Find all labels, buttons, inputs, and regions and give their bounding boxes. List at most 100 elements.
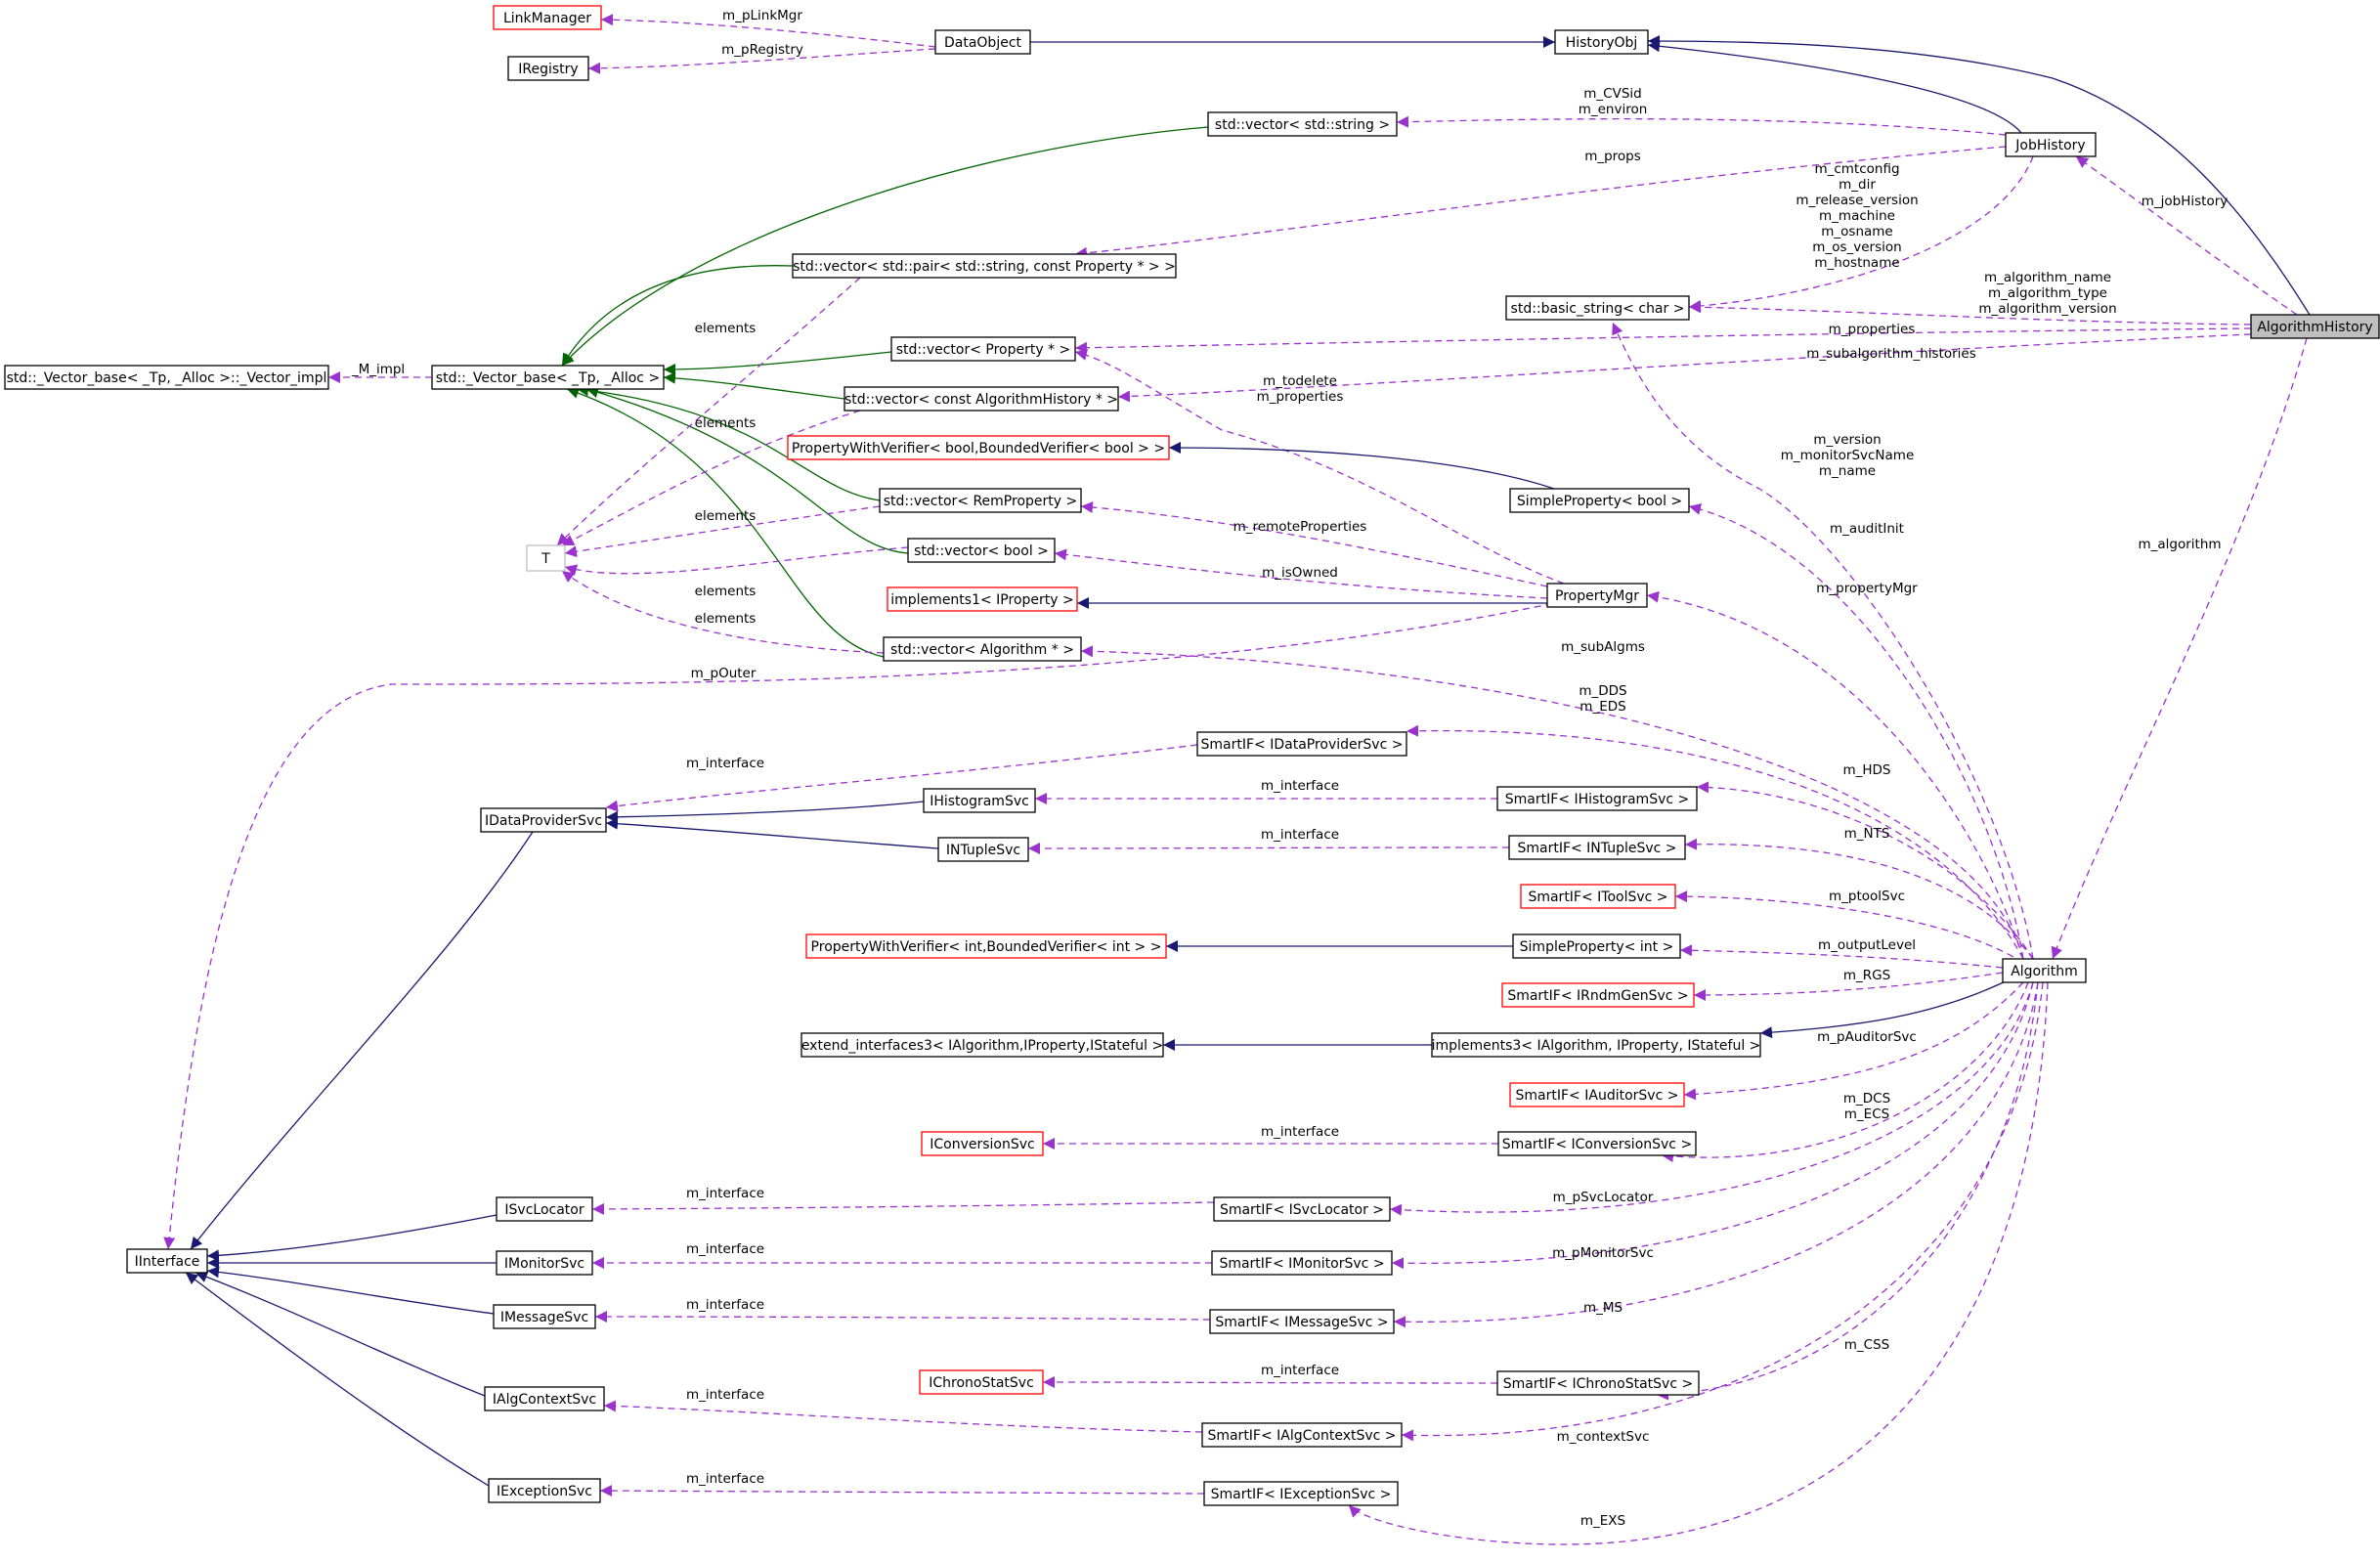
class-node-sifctx[interactable]: SmartIF< IAlgContextSvc > (1201, 1422, 1403, 1448)
class-node-extif3[interactable]: extend_interfaces3< IAlgorithm,IProperty… (801, 1032, 1164, 1058)
class-node-pwvbool[interactable]: PropertyWithVerifier< bool,BoundedVerifi… (787, 435, 1170, 460)
class-node-idataprovidersvc[interactable]: IDataProviderSvc (480, 807, 607, 833)
class-node-label: std::_Vector_base< _Tp, _Alloc > (436, 370, 660, 386)
class-node-algorithm[interactable]: Algorithm (2002, 958, 2087, 983)
edge-usage-e-el1 (556, 277, 861, 546)
class-node-sifhs[interactable]: SmartIF< IHistogramSvc > (1496, 786, 1698, 811)
class-node-t[interactable]: T (526, 544, 566, 572)
class-node-label: SmartIF< IAlgContextSvc > (1207, 1428, 1396, 1444)
class-node-intuplesvc[interactable]: INTupleSvc (937, 837, 1029, 862)
class-node-label: IInterface (135, 1254, 200, 1270)
edge-label: m_name (1819, 463, 1876, 479)
class-node-label: Algorithm (2011, 964, 2078, 979)
class-node-pwvint[interactable]: PropertyWithVerifier< int,BoundedVerifie… (805, 933, 1167, 959)
class-node-vecbase[interactable]: std::_Vector_base< _Tp, _Alloc > (431, 365, 665, 390)
class-node-vecbool[interactable]: std::vector< bool > (907, 538, 1056, 563)
class-node-isvclocator[interactable]: ISvcLocator (496, 1196, 593, 1222)
class-node-vecpairprop[interactable]: std::vector< std::pair< std::string, con… (792, 253, 1177, 279)
edge-label: m_algorithm_type (1988, 285, 2107, 301)
edge-template-e-t-vah (663, 371, 845, 400)
class-node-sifexc[interactable]: SmartIF< IExceptionSvc > (1203, 1481, 1399, 1506)
class-node-label: SimpleProperty< bool > (1517, 494, 1682, 509)
class-node-box (1546, 583, 1648, 608)
class-node-linkmanager[interactable]: LinkManager (493, 5, 602, 30)
class-node-sifsl[interactable]: SmartIF< ISvcLocator > (1213, 1196, 1391, 1222)
class-node-box (493, 5, 602, 30)
class-node-spbool[interactable]: SimpleProperty< bool > (1509, 488, 1690, 513)
class-node-propertymgr[interactable]: PropertyMgr (1546, 583, 1648, 608)
class-node-box (1496, 786, 1698, 811)
class-node-ichronostatsvc[interactable]: IChronoStatSvc (919, 1369, 1044, 1395)
class-node-sifdps[interactable]: SmartIF< IDataProviderSvc > (1196, 731, 1407, 757)
edge-usage-e-alg-bs (1612, 322, 2034, 960)
edge-usage-e-hds (1696, 781, 2034, 960)
class-node-sifmon[interactable]: SmartIF< IMonitorSvc > (1211, 1250, 1393, 1276)
edge-usage-e-subalghist (1117, 333, 2252, 403)
class-node-box (1213, 1196, 1391, 1222)
class-node-historyobj[interactable]: HistoryObj (1554, 29, 1649, 55)
edge-usage-e-isowned (1054, 548, 1548, 599)
class-node-label: SmartIF< IToolSvc > (1528, 889, 1667, 905)
class-node-label: IHistogramSvc (930, 794, 1029, 809)
class-node-vecalghist[interactable]: std::vector< const AlgorithmHistory * > (844, 386, 1119, 412)
edge-usage-e-cvsid (1396, 115, 2007, 136)
class-node-box (2002, 958, 2087, 983)
class-node-spint[interactable]: SimpleProperty< int > (1512, 933, 1681, 959)
edge-usage-e-algstrings (1688, 301, 2252, 325)
class-node-label: INTupleSvc (946, 843, 1020, 858)
class-node-impl1[interactable]: implements1< IProperty > (887, 586, 1078, 612)
class-node-label: IRegistry (518, 62, 578, 77)
class-node-box (126, 1248, 208, 1274)
class-node-jobhistory[interactable]: JobHistory (2005, 132, 2097, 157)
class-node-iexceptionsvc[interactable]: IExceptionSvc (488, 1478, 601, 1503)
class-node-vecimpl[interactable]: std::_Vector_base< _Tp, _Alloc >::_Vecto… (4, 365, 329, 390)
class-node-dataobject[interactable]: DataObject (934, 29, 1031, 55)
class-node-impl3[interactable]: implements3< IAlgorithm, IProperty, ISta… (1431, 1032, 1761, 1058)
class-node-imonitorsvc[interactable]: IMonitorSvc (496, 1250, 593, 1276)
class-node-label: IConversionSvc (930, 1137, 1035, 1152)
class-node-siftool[interactable]: SmartIF< IToolSvc > (1520, 884, 1676, 909)
edge-label: elements (695, 415, 757, 431)
class-node-label: PropertyWithVerifier< int,BoundedVerifie… (811, 939, 1162, 955)
class-node-box (844, 386, 1119, 412)
edge-template-e-t-vap (566, 387, 885, 658)
edge-usage-e-dds (1406, 724, 2024, 960)
class-node-sifchrono[interactable]: SmartIF< IChronoStatSvc > (1496, 1370, 1700, 1396)
class-node-vecstring[interactable]: std::vector< std::string > (1207, 111, 1398, 137)
class-node-ialgcontextsvc[interactable]: IAlgContextSvc (484, 1386, 605, 1411)
class-node-box (507, 56, 589, 81)
class-node-label: SmartIF< IMessageSvc > (1215, 1315, 1388, 1330)
class-node-box (2250, 314, 2380, 339)
class-node-sifconv[interactable]: SmartIF< IConversionSvc > (1497, 1131, 1697, 1156)
class-node-sifaud[interactable]: SmartIF< IAuditorSvc > (1509, 1082, 1685, 1107)
class-node-ihistogramsvc[interactable]: IHistogramSvc (923, 788, 1036, 813)
edge-usage-e-if-sl (591, 1201, 1215, 1215)
edge-label: m_interface (686, 1297, 764, 1313)
edge-label: m_version (1813, 432, 1881, 448)
class-node-sifnts[interactable]: SmartIF< INTupleSvc > (1508, 835, 1686, 860)
edge-inherit-e-sl-ii (206, 1214, 498, 1262)
class-node-label: std::vector< bool > (914, 543, 1049, 559)
class-node-label: std::vector< std::string > (1215, 117, 1390, 133)
class-node-iinterface[interactable]: IInterface (126, 1248, 208, 1274)
class-node-algorithmhistory[interactable]: AlgorithmHistory (2250, 314, 2380, 339)
class-node-label: SmartIF< IChronoStatSvc > (1503, 1376, 1693, 1392)
class-node-sifmsg[interactable]: SmartIF< IMessageSvc > (1209, 1309, 1395, 1334)
class-node-label: IMessageSvc (500, 1310, 588, 1325)
class-node-label: std::vector< Property * > (896, 342, 1071, 358)
edge-label: m_EDS (1579, 699, 1625, 715)
class-node-vecremprop[interactable]: std::vector< RemProperty > (879, 488, 1082, 513)
class-node-basicstring[interactable]: std::basic_string< char > (1505, 295, 1690, 321)
class-node-sifrgs[interactable]: SmartIF< IRndmGenSvc > (1501, 982, 1695, 1008)
class-node-vecpropptr[interactable]: std::vector< Property * > (890, 336, 1076, 362)
class-node-box (1554, 29, 1649, 55)
class-node-iconversionsvc[interactable]: IConversionSvc (921, 1131, 1044, 1156)
class-node-vecalgptr[interactable]: std::vector< Algorithm * > (883, 636, 1082, 662)
class-node-iregistry[interactable]: IRegistry (507, 56, 589, 81)
class-node-box (1209, 1309, 1395, 1334)
class-node-imessagesvc[interactable]: IMessageSvc (493, 1304, 596, 1329)
class-node-box (887, 586, 1078, 612)
edge-label: m_HDS (1842, 762, 1890, 778)
edge-label: m_ECS (1844, 1106, 1889, 1122)
